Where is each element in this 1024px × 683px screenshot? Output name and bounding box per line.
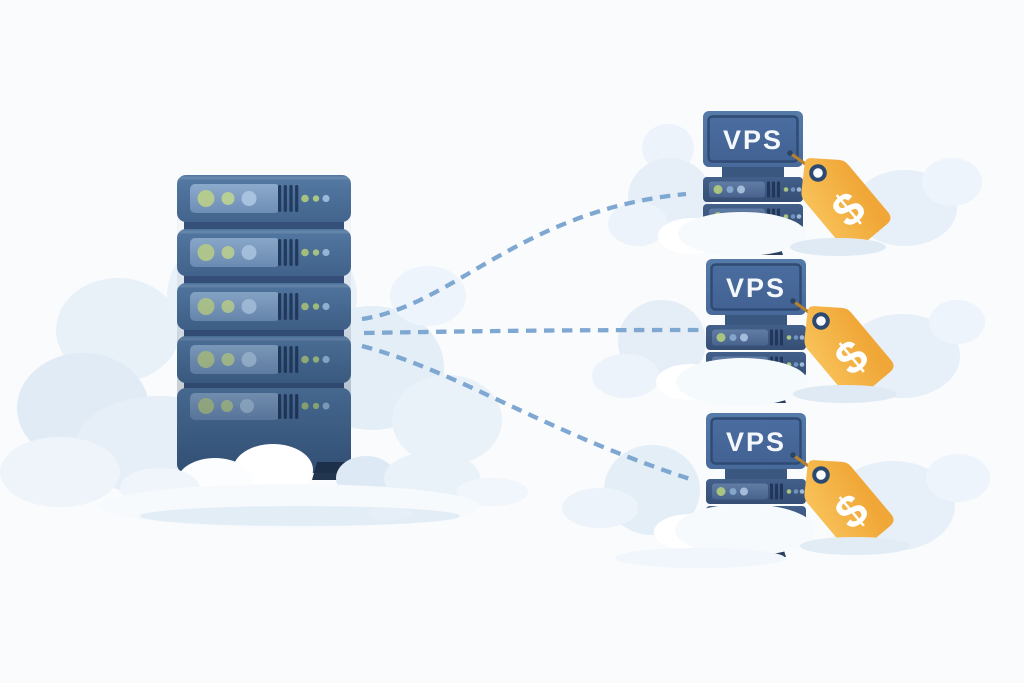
price-tag: $ <box>782 139 896 258</box>
tag-string-pin <box>790 452 796 458</box>
vps-instance-1: VPS $ <box>703 111 896 258</box>
connection-line-1 <box>361 191 687 322</box>
vps-label: VPS <box>723 125 783 155</box>
rack-unit-3 <box>177 283 351 330</box>
foreground-clouds <box>100 212 910 568</box>
connection-line-2 <box>363 327 701 336</box>
price-tag: $ <box>785 441 899 560</box>
vps-label: VPS <box>726 273 786 303</box>
tag-string-pin <box>790 298 796 304</box>
connection-line-3 <box>361 343 691 482</box>
vps-instance-3: VPS $ <box>706 413 899 560</box>
tag-string-pin <box>787 150 793 156</box>
vps-label: VPS <box>726 427 786 457</box>
connection-lines <box>361 191 701 482</box>
vps-instance-2: VPS $ <box>706 259 899 406</box>
price-tag: $ <box>785 287 899 406</box>
dedicated-server <box>177 175 354 480</box>
rack-unit-4 <box>177 336 351 383</box>
rack-unit-1 <box>177 175 351 222</box>
rack-unit-2 <box>177 229 351 276</box>
